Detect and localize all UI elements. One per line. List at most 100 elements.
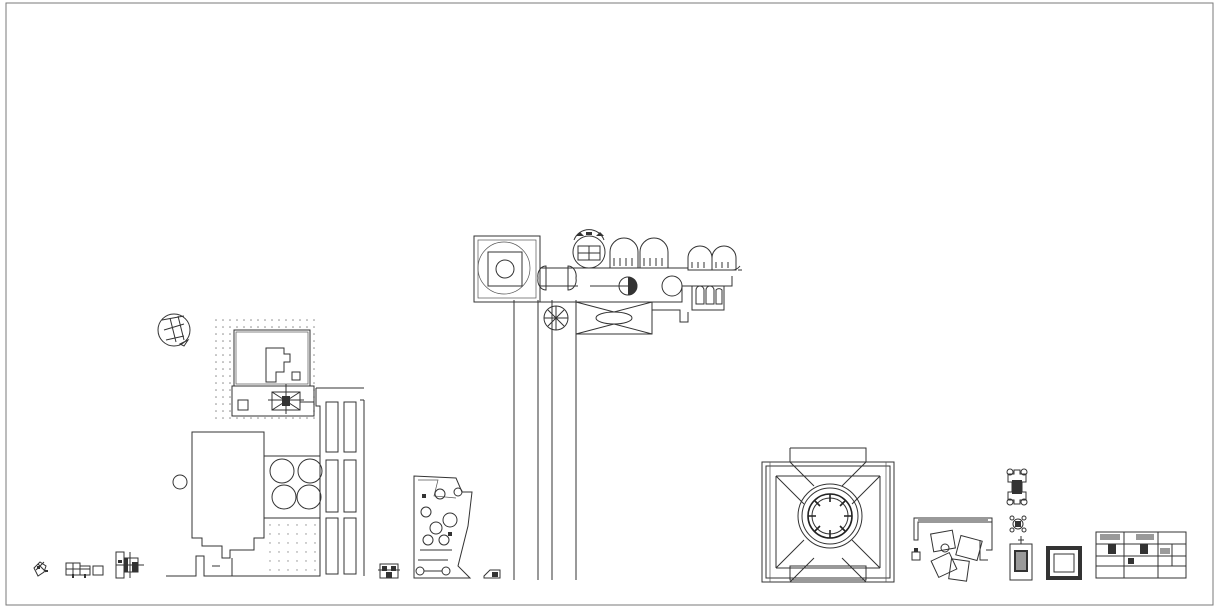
field-dot	[250, 319, 252, 321]
field-dot	[313, 319, 315, 321]
field-dot	[222, 389, 224, 391]
field-dot	[264, 319, 266, 321]
site-road-strips	[315, 387, 365, 576]
field-dot	[313, 354, 315, 356]
tiny-plan-4	[378, 563, 400, 579]
field-dot	[229, 375, 231, 377]
long-block-plan	[1095, 531, 1187, 579]
field-dot	[222, 368, 224, 370]
field-dot	[314, 560, 316, 562]
field-dot	[269, 533, 271, 535]
cross-plan-top	[1006, 468, 1028, 506]
field-dot	[296, 524, 298, 526]
field-dot	[305, 560, 307, 562]
field-dot	[313, 340, 315, 342]
field-dot	[215, 333, 217, 335]
field-dot	[285, 319, 287, 321]
field-dot	[229, 361, 231, 363]
field-dot	[278, 560, 280, 562]
field-dot	[269, 560, 271, 562]
field-dot	[215, 403, 217, 405]
field-dot	[222, 417, 224, 419]
field-dot	[222, 347, 224, 349]
field-dot	[287, 569, 289, 571]
field-dot	[264, 417, 266, 419]
field-dot	[271, 319, 273, 321]
field-dot	[296, 542, 298, 544]
field-dot	[299, 326, 301, 328]
field-dot	[215, 354, 217, 356]
field-dot	[278, 542, 280, 544]
field-dot	[313, 326, 315, 328]
field-dot	[243, 319, 245, 321]
field-dot	[269, 542, 271, 544]
field-dot	[229, 340, 231, 342]
field-dot	[257, 417, 259, 419]
field-dot	[292, 319, 294, 321]
field-dot	[278, 569, 280, 571]
field-dot	[313, 375, 315, 377]
field-dot	[292, 417, 294, 419]
field-dot	[215, 368, 217, 370]
field-dot	[229, 368, 231, 370]
field-dot	[250, 326, 252, 328]
field-dot	[296, 533, 298, 535]
field-dot	[313, 382, 315, 384]
field-dot	[271, 417, 273, 419]
field-dot	[215, 389, 217, 391]
site-large-building	[166, 431, 265, 577]
field-dot	[236, 319, 238, 321]
field-dot	[222, 340, 224, 342]
central-complex-corridor	[474, 265, 733, 303]
field-dot	[305, 551, 307, 553]
site-circles-tanks	[231, 455, 323, 577]
field-dot	[313, 333, 315, 335]
field-dot	[305, 533, 307, 535]
tower-plan	[1009, 536, 1033, 581]
field-dot	[287, 560, 289, 562]
field-dot	[278, 524, 280, 526]
field-dot	[314, 542, 316, 544]
field-dot	[222, 403, 224, 405]
field-dot	[313, 347, 315, 349]
field-dot	[313, 368, 315, 370]
field-dot	[215, 396, 217, 398]
field-dot	[306, 319, 308, 321]
field-dot	[278, 417, 280, 419]
field-dot	[222, 361, 224, 363]
field-dot	[229, 319, 231, 321]
field-dot	[222, 382, 224, 384]
central-complex-domed-rooms	[572, 229, 742, 271]
field-dot	[313, 417, 315, 419]
field-dot	[222, 333, 224, 335]
field-dot	[215, 382, 217, 384]
field-dot	[305, 542, 307, 544]
field-dot	[215, 361, 217, 363]
tiny-plan-1	[33, 561, 48, 577]
field-dot	[229, 333, 231, 335]
field-dot	[305, 524, 307, 526]
field-dot	[236, 417, 238, 419]
field-dot	[314, 551, 316, 553]
central-complex-lower-annex	[543, 285, 725, 335]
field-dot	[278, 551, 280, 553]
field-dot	[287, 551, 289, 553]
field-dot	[215, 326, 217, 328]
field-dot	[222, 396, 224, 398]
field-dot	[215, 417, 217, 419]
field-dot	[222, 354, 224, 356]
field-dot	[229, 382, 231, 384]
field-dot	[306, 326, 308, 328]
north-arrow-circle	[157, 313, 191, 347]
tiny-plan-2	[65, 562, 104, 578]
field-dot	[229, 417, 231, 419]
field-dot	[299, 417, 301, 419]
field-dot	[229, 326, 231, 328]
dotted-field	[215, 319, 316, 571]
field-dot	[278, 319, 280, 321]
field-dot	[269, 551, 271, 553]
field-dot	[222, 319, 224, 321]
field-dot	[236, 326, 238, 328]
field-dot	[269, 569, 271, 571]
